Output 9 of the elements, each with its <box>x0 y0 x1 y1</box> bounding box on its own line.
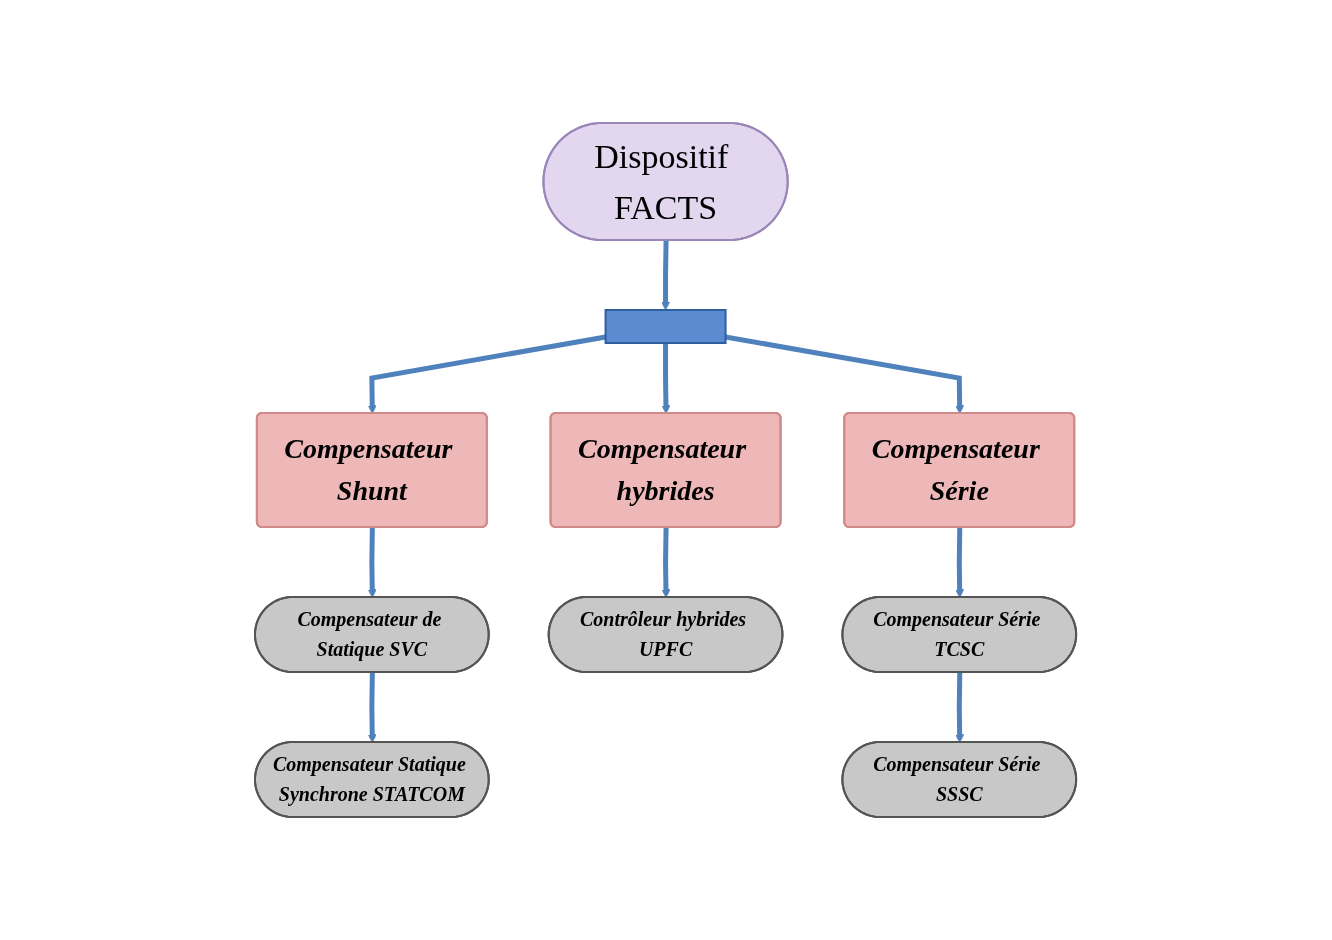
arrow <box>955 672 965 743</box>
arrow <box>368 334 607 414</box>
arrow <box>368 527 378 598</box>
arrow <box>662 527 671 598</box>
arrow <box>955 527 965 598</box>
node-bar <box>605 309 727 344</box>
arrow <box>368 672 378 743</box>
arrow <box>661 240 671 311</box>
arrow <box>662 343 671 414</box>
